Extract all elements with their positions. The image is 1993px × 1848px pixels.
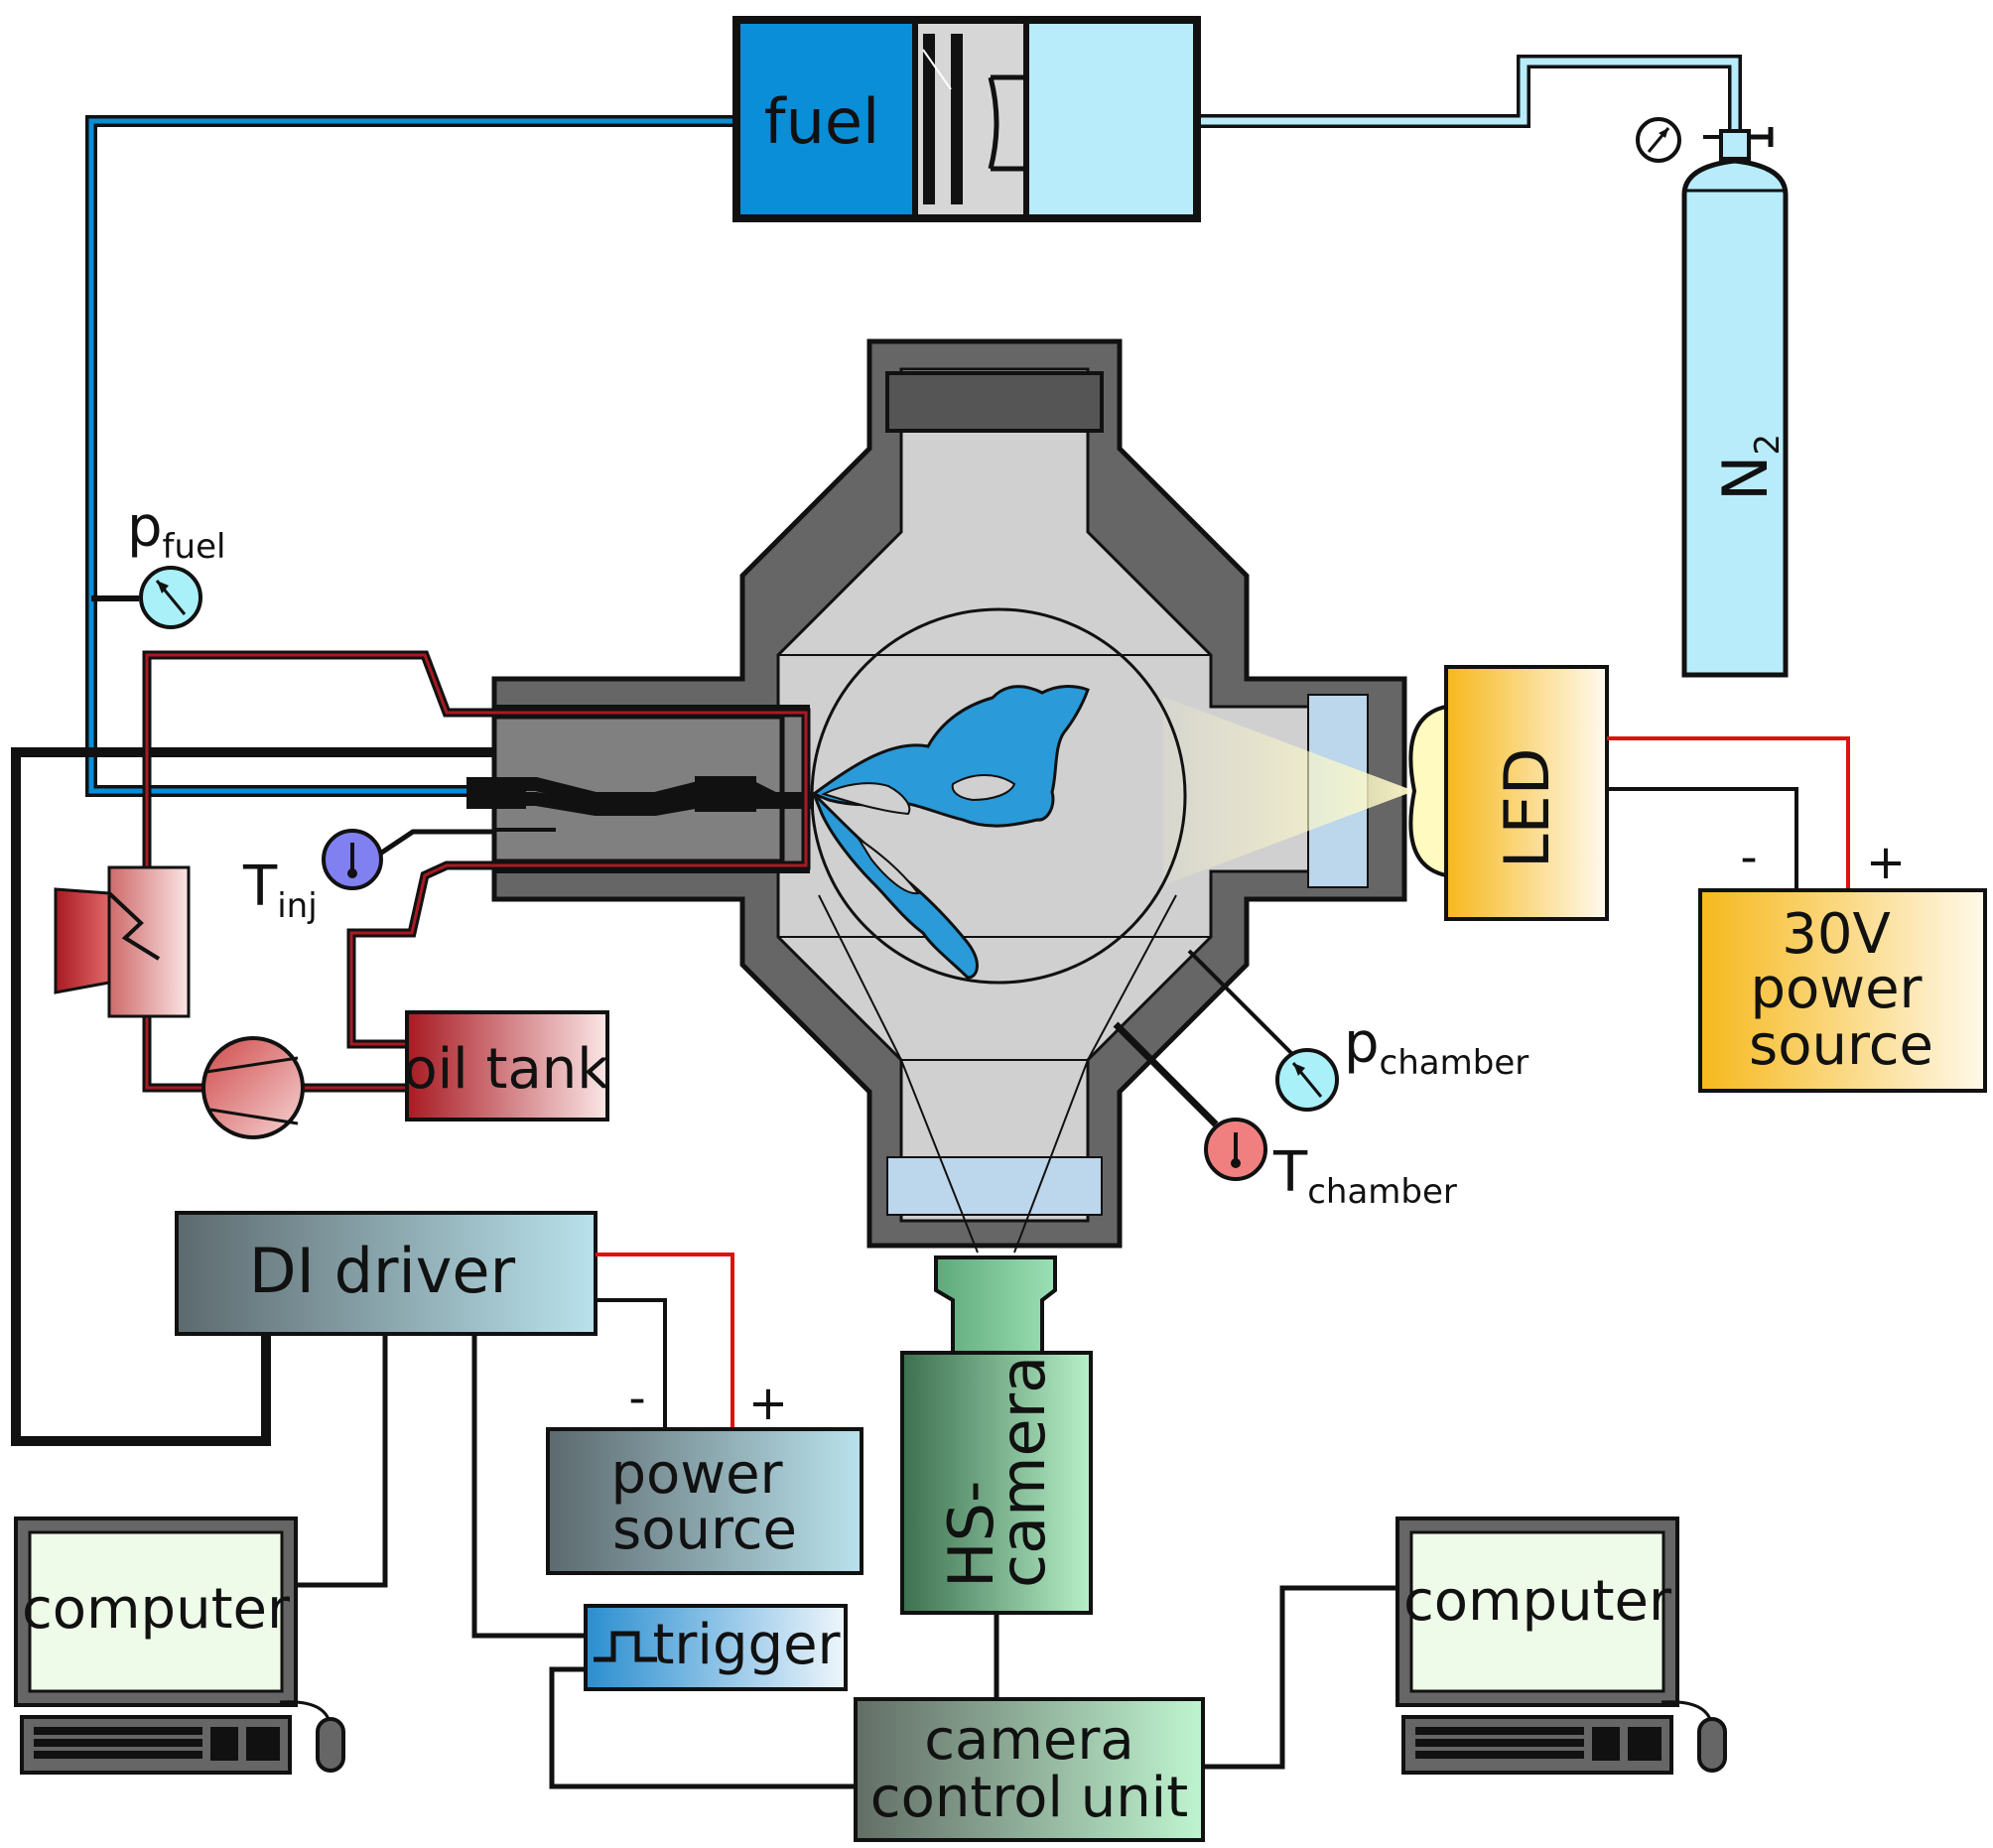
trigger-box: trigger — [584, 1604, 848, 1691]
di-psu-wire-negative — [596, 1298, 667, 1429]
ccu-computer-link — [1203, 1585, 1397, 1770]
led-light-cone — [1163, 697, 1414, 885]
hs-camera-line1: HS- — [935, 1481, 1007, 1588]
led-lamp: LED — [1408, 665, 1609, 921]
led-wire-positive — [1607, 736, 1850, 890]
n2-label: N2 — [1709, 434, 1788, 501]
led-psu-line2: power — [1750, 957, 1923, 1021]
p-fuel-label: pfuel — [127, 495, 225, 567]
di-computer-link — [296, 1334, 388, 1588]
oil-circuit: oil tank — [54, 650, 811, 1139]
n2-gauge-icon — [1636, 117, 1681, 163]
n2-line — [1196, 55, 1742, 139]
t-inj-label: Tinj — [242, 855, 318, 926]
hs-camera-line2: camera — [987, 1356, 1059, 1588]
computer-left-label: computer — [22, 1577, 291, 1642]
hs-camera: HS- camera — [900, 1255, 1093, 1615]
p-chamber-gauge: pchamber — [1187, 949, 1528, 1112]
oil-tank-label: oil tank — [403, 1037, 609, 1102]
di-psu-wire-positive — [596, 1253, 734, 1429]
di-psu-line1: power — [610, 1442, 783, 1507]
t-chamber-label: Tchamber — [1272, 1140, 1457, 1212]
computer-right: computer — [1395, 1517, 1727, 1775]
di-psu-line2: source — [612, 1498, 797, 1562]
led-psu-line1: 30V — [1782, 902, 1891, 967]
di-trigger-link — [471, 1334, 586, 1639]
injector-signal-wire — [11, 747, 494, 1446]
injector-assembly — [466, 705, 814, 873]
led-label: LED — [1491, 748, 1563, 868]
mouse-icon — [316, 1717, 345, 1773]
p-chamber-label: pchamber — [1344, 1011, 1528, 1083]
led-psu-minus: - — [1740, 830, 1757, 885]
cooling-fan-icon — [54, 887, 111, 994]
computer-right-label: computer — [1403, 1569, 1672, 1634]
di-psu-plus: + — [748, 1376, 788, 1431]
heat-exchanger — [107, 865, 191, 1018]
oil-tank — [405, 1010, 609, 1122]
led-psu-line3: source — [1749, 1013, 1933, 1078]
t-chamber-thermometer: Tchamber — [1113, 1021, 1457, 1212]
fuel-label: fuel — [764, 85, 880, 158]
di-driver: DI driver — [175, 1211, 598, 1336]
led-power-source: 30V power source — [1698, 888, 1987, 1093]
fuel-accumulator: fuel — [732, 16, 1201, 222]
camera-control-unit: camera control unit — [854, 1697, 1205, 1842]
trigger-ccu-link — [549, 1666, 856, 1789]
led-wire-negative — [1607, 787, 1798, 890]
t-inj-thermometer: Tinj — [242, 829, 494, 926]
fuel-spray-plume — [810, 685, 1090, 980]
computer-left: computer — [14, 1517, 345, 1775]
oil-pump-icon — [201, 1036, 305, 1139]
fuel-line — [85, 115, 814, 797]
p-fuel-gauge: pfuel — [127, 495, 225, 629]
trigger-label: trigger — [652, 1613, 841, 1677]
pulse-icon — [594, 1631, 657, 1662]
di-power-source: power source — [546, 1427, 864, 1575]
mouse-icon — [1697, 1717, 1727, 1773]
di-psu-minus: - — [628, 1371, 645, 1426]
ccu-line2: control unit — [870, 1766, 1188, 1830]
n2-cylinder: N2 — [1636, 117, 1789, 678]
led-psu-plus: + — [1866, 835, 1906, 890]
ccu-line1: camera — [924, 1708, 1133, 1773]
di-driver-label: DI driver — [249, 1235, 516, 1307]
